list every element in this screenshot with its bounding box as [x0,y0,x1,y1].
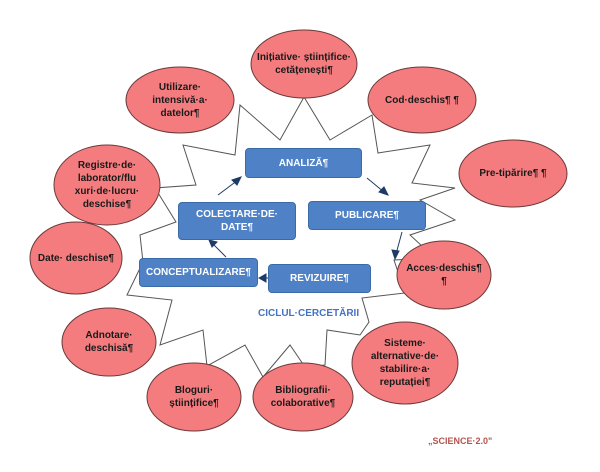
practice-open-data: Date· deschise¶ [37,252,115,264]
ellipse-shape [53,144,161,226]
practice-lab-notebooks: Registre·de· laborator/flu xuri·de·lucru… [74,160,140,210]
practice-open-annotation: Adnotare· deschisă¶ [84,330,134,354]
step-conceptualization: CONCEPTUALIZARE¶ [139,258,258,287]
step-review: REVIZUIRE¶ [268,264,371,293]
ellipse-shape [146,362,242,432]
practice-citizen-science: Inițiative· științifice· cetățenești¶ [257,52,351,76]
cycle-title: CICLUL·CERCETĂRII [258,308,360,319]
ellipse-shape [367,66,477,134]
ellipse-shape [351,321,459,405]
practice-open-code: Cod·deschis¶ ¶ [385,94,459,106]
step-data-collection: COLECTARE·DE· DATE¶ [178,202,296,240]
ellipse-shape [29,221,123,295]
ellipse-shape [61,307,157,377]
practice-data-intensive: Utilizare· intensivă·a· datelor¶ [152,81,208,119]
ellipse-shape [250,29,358,99]
ellipse-shape [252,362,354,432]
practice-open-access: Acces·deschis¶ ¶ [406,263,482,287]
caption: „SCIENCE·2.0" [428,436,493,446]
ellipse-shape [125,66,235,134]
practice-science-blogs: Bloguri· științifice¶ [169,385,219,409]
practice-collab-bibliographies: Bibliografii· colaborative¶ [270,385,336,409]
practice-ellipses [29,29,568,432]
cycle-arrows [208,176,403,283]
ellipse-shape [458,139,568,208]
step-analysis: ANALIZĂ¶ [245,148,362,178]
ellipse-shape [396,240,492,310]
practice-preprint: Pre-tipărire¶ ¶ [479,168,547,179]
step-publication: PUBLICARE¶ [308,201,426,230]
practice-reputation-systems: Sisteme· alternative·de· stabilire·a· re… [370,338,440,388]
